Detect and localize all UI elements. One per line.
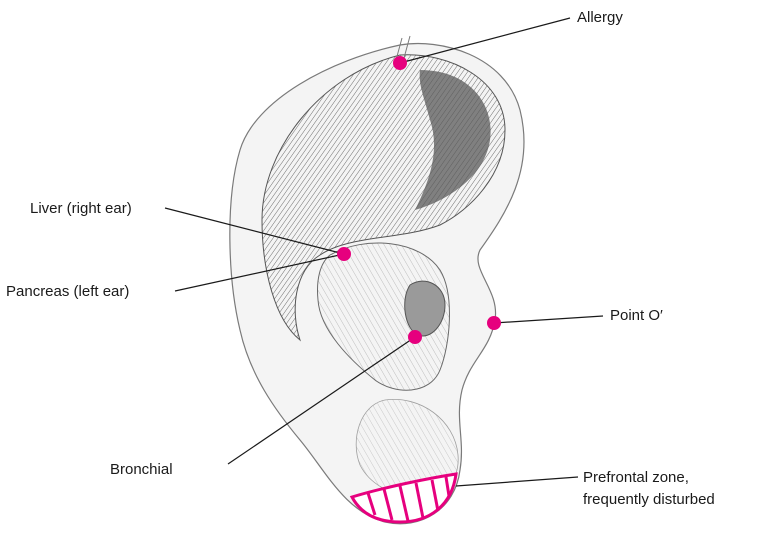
bronchial-point [408,330,422,344]
bronchial-label: Bronchial [110,460,173,480]
allergy-label: Allergy [577,8,623,28]
prefrontal-leader [456,477,578,486]
prefrontal-label-line1: Prefrontal zone, [583,468,689,488]
liver-pancreas-point [337,247,351,261]
allergy-leader [400,18,570,63]
point-o-marker [487,316,501,330]
pancreas-label: Pancreas (left ear) [6,282,129,302]
allergy-point [393,56,407,70]
point-o-leader [494,316,603,323]
point-o-label: Point O′ [610,306,663,326]
prefrontal-label-line2: frequently disturbed [583,490,715,510]
liver-label: Liver (right ear) [30,199,132,219]
